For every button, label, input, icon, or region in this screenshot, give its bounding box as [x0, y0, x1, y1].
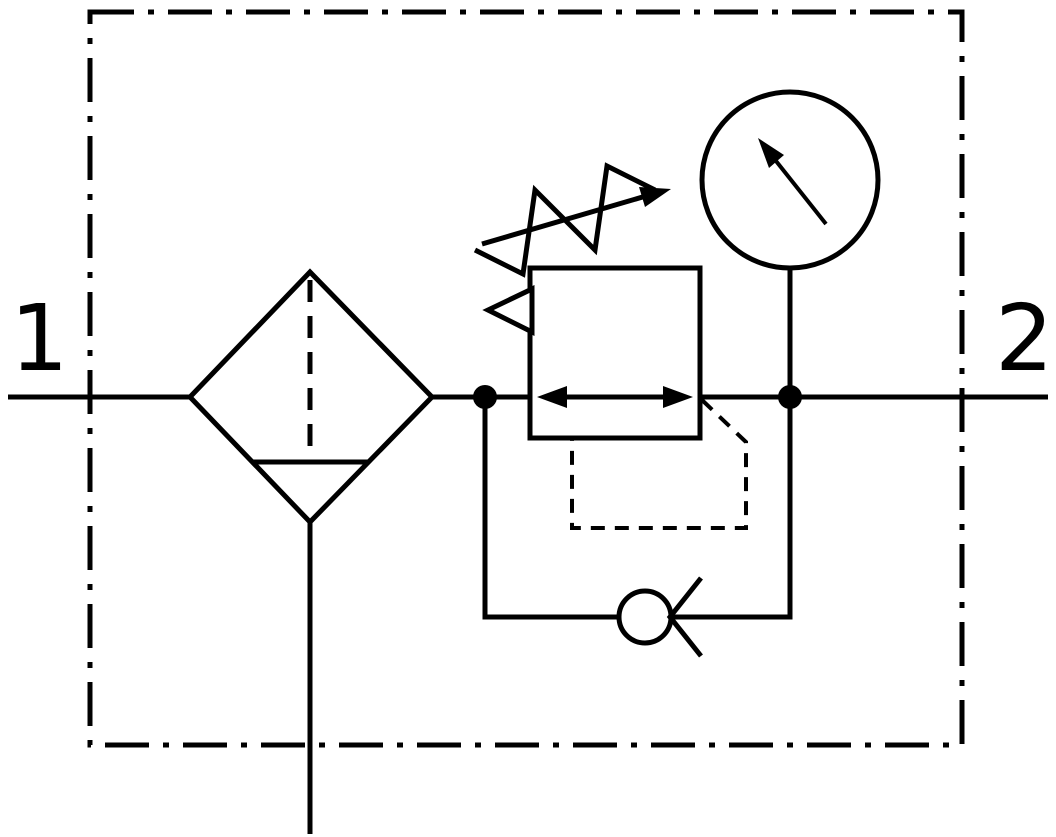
filter-water-separator — [186, 268, 436, 526]
enclosure-boundary — [87, 9, 965, 748]
regulator-body — [527, 265, 703, 441]
adjustment-arrowhead — [639, 187, 671, 207]
port-1-label: 1 — [10, 285, 69, 392]
check-valve-seat — [666, 576, 703, 658]
port-2-label: 2 — [995, 285, 1054, 392]
spring-adjustment — [473, 162, 671, 278]
adjustment-arrow-shaft — [481, 193, 647, 247]
pilot-vent-triangle — [482, 285, 535, 337]
pressure-regulator — [482, 265, 703, 441]
gauge-needle — [774, 159, 828, 226]
pilot-feedback-line — [570, 398, 748, 530]
check-valve-ball — [616, 588, 674, 646]
regulator-arrowhead-left — [537, 386, 567, 408]
gauge-needle-arrowhead — [758, 138, 784, 168]
check-valve — [616, 576, 703, 658]
pressure-gauge — [699, 89, 881, 397]
junction-dot-left — [473, 385, 497, 409]
regulator-arrowhead-right — [663, 386, 693, 408]
junction-dot-right — [778, 385, 802, 409]
